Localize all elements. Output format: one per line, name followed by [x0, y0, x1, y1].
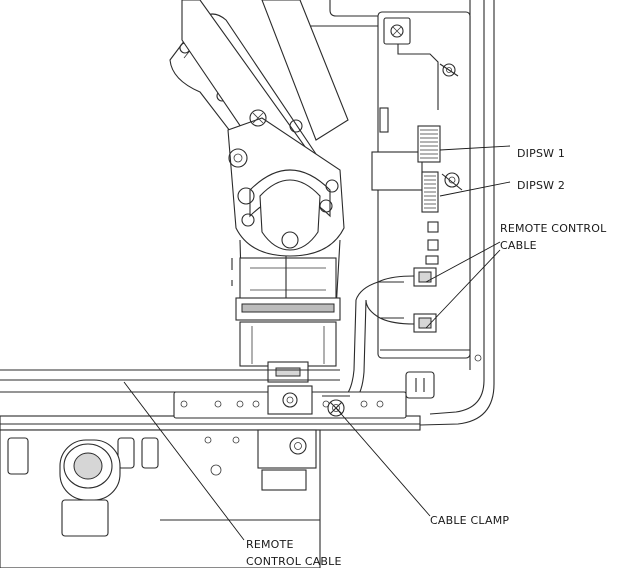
horizontal-rails — [0, 369, 421, 431]
label-remote-control-cable-bottom-2: CONTROL CABLE — [246, 555, 342, 568]
mounting-bracket — [173, 385, 407, 419]
water-pipe — [59, 439, 121, 537]
label-dipsw2: DIPSW 2 — [517, 179, 565, 192]
leader-dipsw1 — [439, 145, 511, 151]
lower-unit — [0, 429, 321, 568]
label-remote-control-cable-bottom-1: REMOTE — [246, 538, 294, 551]
leader-remote-top-b — [425, 249, 501, 329]
label-remote-control-cable-top-2: CABLE — [500, 239, 537, 252]
valve-assembly — [227, 109, 345, 383]
dipsw1-switch — [417, 125, 441, 163]
leader-lines — [123, 145, 511, 541]
leader-cable-clamp — [335, 407, 431, 517]
remote-control-cable-wire — [341, 275, 415, 405]
label-cable-clamp: CABLE CLAMP — [430, 514, 509, 527]
label-dipsw1: DIPSW 1 — [517, 147, 565, 160]
callout-labels: DIPSW 1 DIPSW 2 REMOTE CONTROL CABLE CAB… — [246, 147, 607, 568]
label-remote-control-cable-top-1: REMOTE CONTROL — [500, 222, 607, 235]
leader-dipsw2 — [439, 181, 511, 197]
leader-remote-top-a — [425, 241, 501, 283]
leader-remote-bottom — [123, 381, 245, 541]
control-board — [371, 11, 471, 399]
